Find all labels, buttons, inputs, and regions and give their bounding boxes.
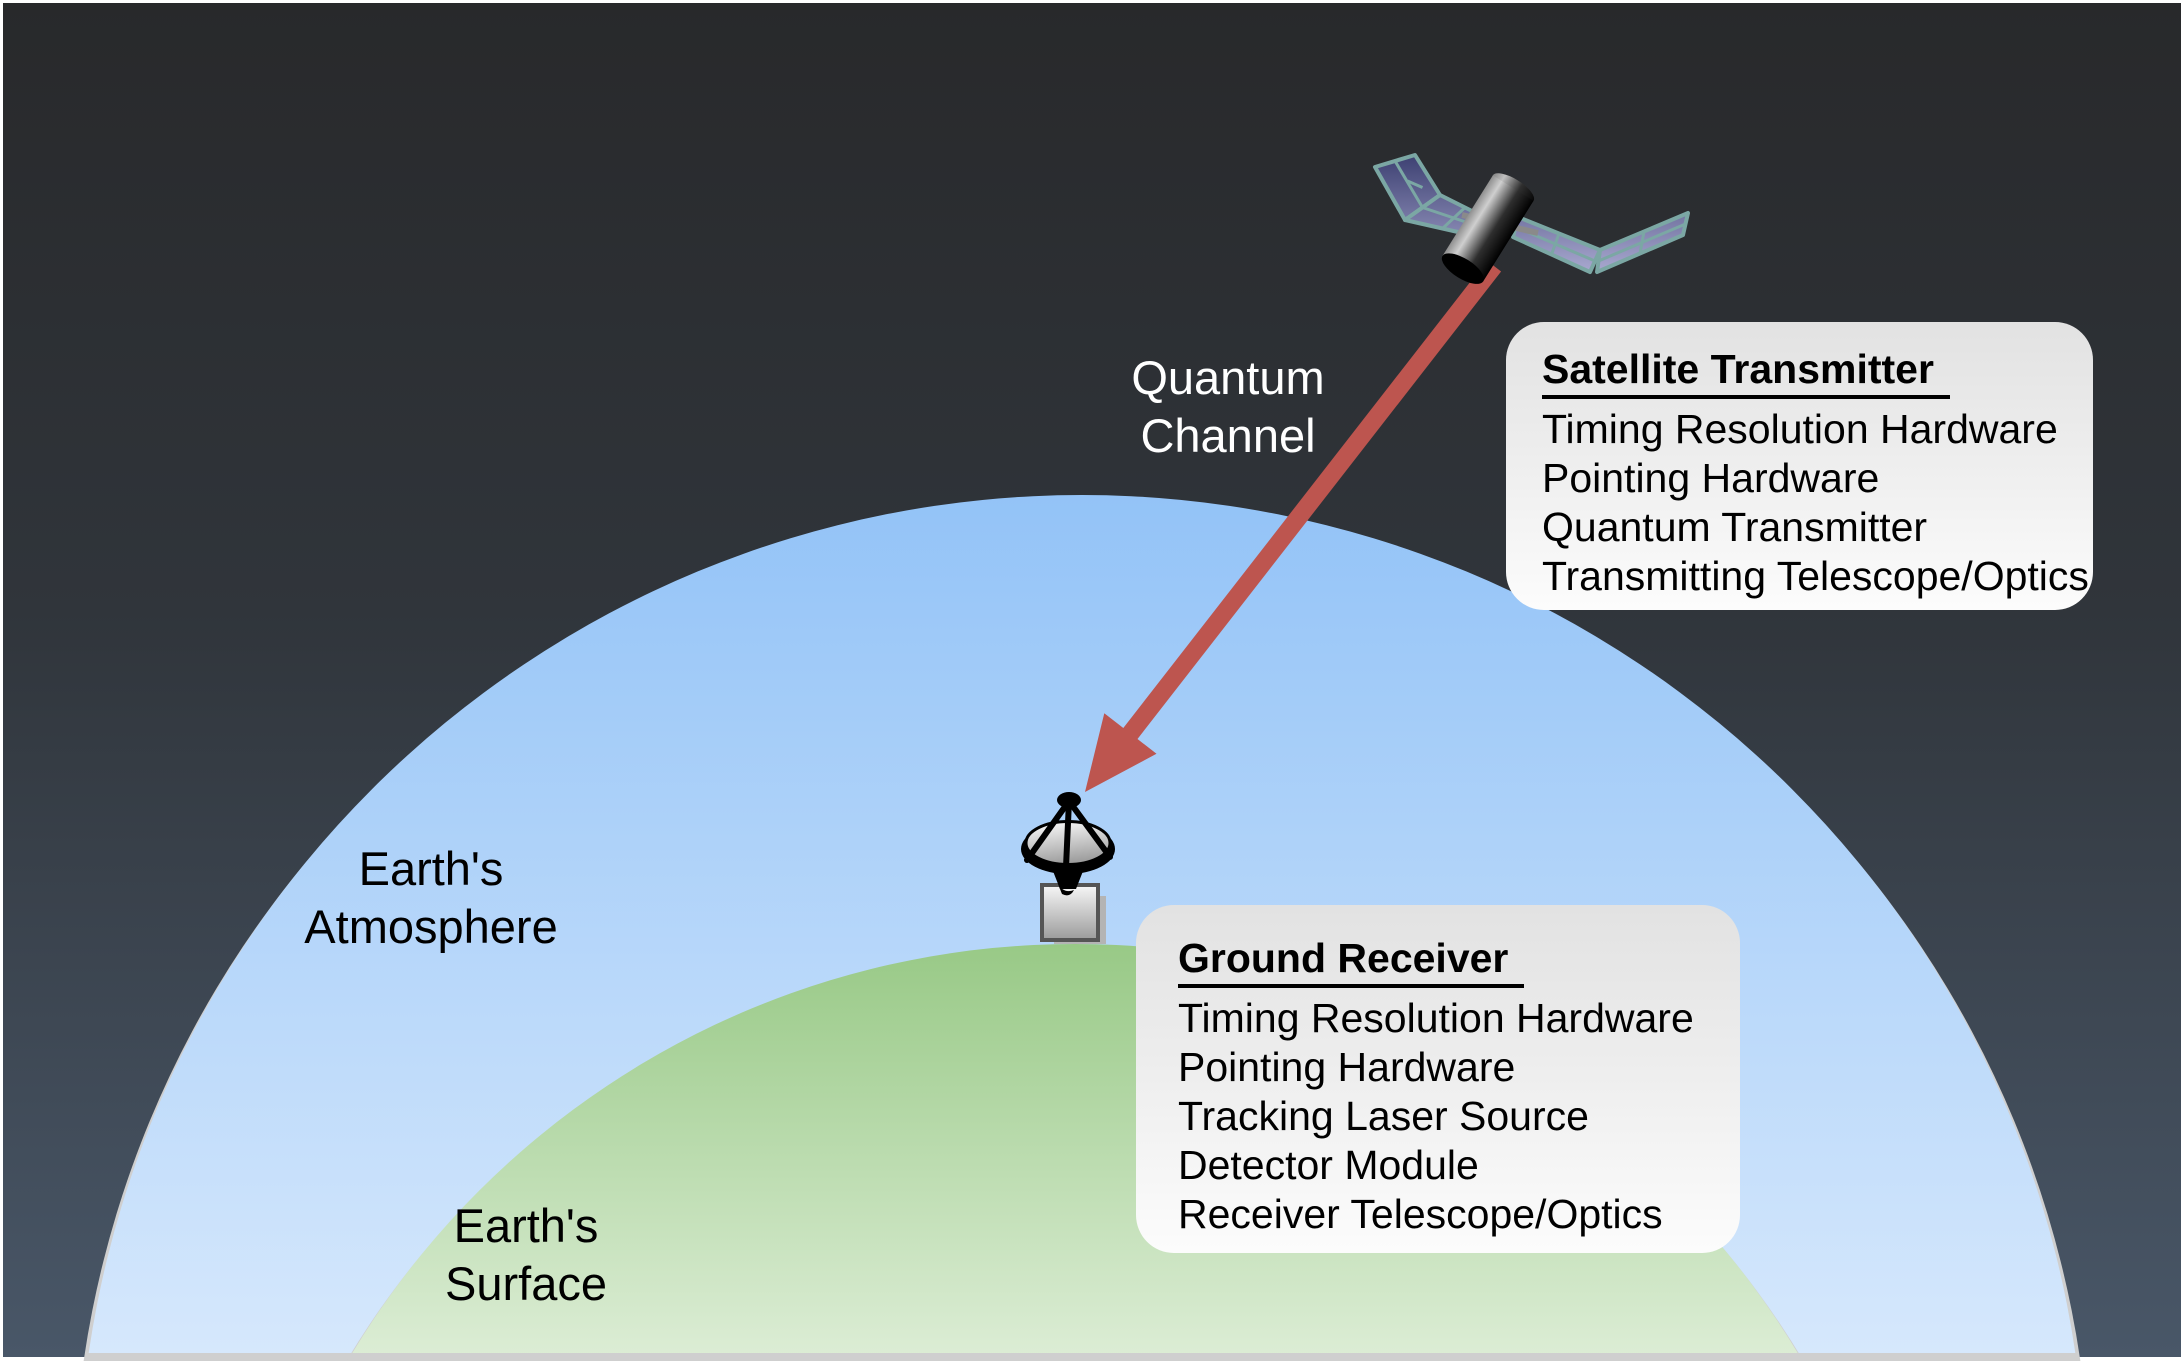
satellite-icon xyxy=(1373,153,1690,284)
ground-receiver-list: Timing Resolution Hardware Pointing Hard… xyxy=(1178,994,1740,1239)
satellite-body xyxy=(1441,173,1535,284)
satellite-transmitter-title: Satellite Transmitter xyxy=(1542,344,1950,399)
label-earths-atmosphere-line2: Atmosphere xyxy=(304,900,558,953)
ground-station-icon xyxy=(1021,792,1115,944)
quantum-channel-arrow xyxy=(1085,260,1502,792)
list-item: Pointing Hardware xyxy=(1542,455,1880,501)
dish-feed xyxy=(1057,792,1081,808)
list-item: Pointing Hardware xyxy=(1178,1044,1516,1090)
label-earths-surface: Earth's Surface xyxy=(390,1197,662,1313)
label-quantum-channel-line1: Quantum xyxy=(1131,351,1325,404)
label-earths-surface-line1: Earth's xyxy=(453,1199,599,1252)
label-quantum-channel-line2: Channel xyxy=(1140,409,1316,462)
list-item: Quantum Transmitter xyxy=(1542,504,1928,550)
list-item: Transmitting Telescope/Optics xyxy=(1542,553,2089,599)
label-quantum-channel: Quantum Channel xyxy=(1078,349,1378,465)
list-item: Receiver Telescope/Optics xyxy=(1178,1191,1663,1237)
dish-mount-claw xyxy=(1058,884,1074,896)
dish-leg xyxy=(1063,798,1072,870)
dish-leg xyxy=(1024,798,1072,863)
satellite-transmitter-box: Satellite Transmitter Timing Resolution … xyxy=(1506,322,2093,610)
ground-receiver-box: Ground Receiver Timing Resolution Hardwa… xyxy=(1136,905,1740,1253)
label-earths-surface-line2: Surface xyxy=(445,1257,607,1310)
label-earths-atmosphere: Earth's Atmosphere xyxy=(285,840,577,956)
list-item: Tracking Laser Source xyxy=(1178,1093,1589,1139)
dish-leg xyxy=(1066,798,1113,860)
satellite-transmitter-list: Timing Resolution Hardware Pointing Hard… xyxy=(1542,405,2093,601)
list-item: Detector Module xyxy=(1178,1142,1479,1188)
label-earths-atmosphere-line1: Earth's xyxy=(358,842,504,895)
list-item: Timing Resolution Hardware xyxy=(1178,995,1694,1041)
ground-receiver-title: Ground Receiver xyxy=(1178,933,1525,988)
list-item: Timing Resolution Hardware xyxy=(1542,406,2058,452)
